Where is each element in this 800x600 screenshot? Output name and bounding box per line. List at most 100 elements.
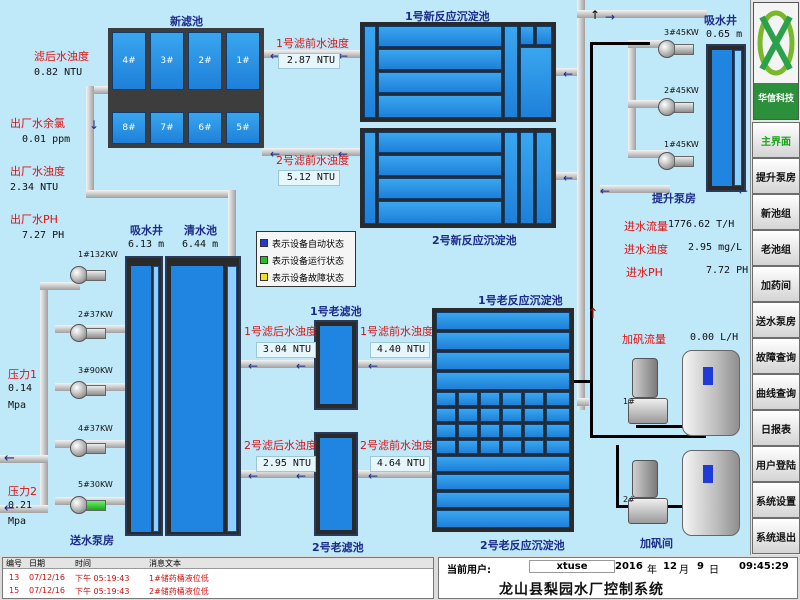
old-reactor-1-title: 1号老反应沉淀池 <box>478 294 563 307</box>
inlet-ph-label: 进水PH <box>626 266 663 279</box>
nav-daily-report[interactable]: 日报表 <box>752 410 800 446</box>
nav-new-pool[interactable]: 新池组 <box>752 194 800 230</box>
lift-pump-house-title: 提升泵房 <box>652 192 696 205</box>
old-filter-1[interactable] <box>314 320 358 410</box>
flow-arrow-left-icon: ← <box>270 147 281 161</box>
supply-pump-2[interactable] <box>70 320 106 346</box>
dosing-line <box>616 445 619 508</box>
date-day: 9 <box>697 561 704 572</box>
pipe <box>86 86 94 198</box>
clear-water-tank[interactable] <box>165 256 241 536</box>
clock: 09:45:29 <box>739 561 789 572</box>
filter-cell[interactable]: 6# <box>188 112 222 144</box>
nav-trend-query[interactable]: 曲线查询 <box>752 374 800 410</box>
supply-pump-4[interactable] <box>70 435 106 461</box>
flow-arrow-right-icon: → <box>605 10 616 24</box>
flow-arrow-left-icon: ← <box>563 171 574 185</box>
flow-arrow-left-icon: ← <box>4 501 15 516</box>
alarm-row-date: 07/12/16 <box>29 586 65 595</box>
top-suction-well-tank[interactable] <box>706 44 746 192</box>
suction-well-level: 6.13 m <box>128 239 165 250</box>
supply-pump-4-label: 4#37KW <box>78 424 113 433</box>
filter-cell[interactable]: 2# <box>188 32 222 90</box>
company-logo: 华信科技 <box>753 2 799 120</box>
auto-state-swatch <box>260 239 268 247</box>
alum-doser-2[interactable] <box>632 460 658 498</box>
flow-arrow-down-icon: ↓ <box>89 118 100 132</box>
alum-storage-tank-2[interactable] <box>682 450 740 536</box>
suction-well-tank[interactable] <box>125 256 163 536</box>
new-reactor-1[interactable] <box>360 22 556 122</box>
dosing-line <box>590 435 706 438</box>
filter-cell[interactable]: 1# <box>226 32 260 90</box>
alum-storage-tank-1[interactable] <box>682 350 740 436</box>
legend-running-label: 表示设备运行状态 <box>272 256 345 267</box>
pre-filter-turbidity-1-value: 2.87 NTU <box>278 53 340 69</box>
pipe <box>600 185 670 193</box>
old-reactor-block[interactable] <box>432 308 574 532</box>
alum-room-title: 加矾间 <box>640 537 673 550</box>
alarm-table[interactable]: 编号 日期 时间 消息文本 13 07/12/16 下午 05:19:43 1#… <box>2 557 434 599</box>
post-filter-2-turbidity-value: 2.95 NTU <box>256 456 316 472</box>
running-state-swatch <box>260 256 268 264</box>
pipe <box>240 360 316 368</box>
post-filter-turbidity-label: 滤后水浊度 <box>34 50 89 63</box>
old-filter-2[interactable] <box>314 432 358 536</box>
pipe <box>86 190 234 198</box>
alarm-row-date: 07/12/16 <box>29 573 65 582</box>
pipe <box>577 0 585 410</box>
nav-lift-pump[interactable]: 提升泵房 <box>752 158 800 194</box>
supply-pump-5[interactable] <box>70 492 106 518</box>
lift-pump-2-label: 2#45KW <box>664 86 699 95</box>
date-day-unit: 日 <box>709 565 719 576</box>
pressure-2-label: 压力2 <box>8 485 37 498</box>
pipe <box>0 455 48 463</box>
supply-pump-1[interactable] <box>70 262 106 288</box>
system-title: 龙山县梨园水厂控制系统 <box>499 582 664 598</box>
navigation-sidebar: 华信科技 主界面 提升泵房 新池组 老池组 加药间 送水泵房 故障查询 曲线查询… <box>750 0 800 555</box>
nav-user-login[interactable]: 用户登陆 <box>752 446 800 482</box>
supply-pump-2-label: 2#37KW <box>78 310 113 319</box>
alarm-row-time: 下午 05:19:43 <box>75 587 130 596</box>
lift-pump-1-label: 1#45KW <box>664 140 699 149</box>
legend-auto-label: 表示设备自动状态 <box>272 239 345 250</box>
supply-pump-3[interactable] <box>70 377 106 403</box>
new-reactor-2[interactable] <box>360 128 556 228</box>
date-month-unit: 月 <box>679 565 689 576</box>
pipe <box>355 360 433 368</box>
nav-fault-query[interactable]: 故障查询 <box>752 338 800 374</box>
lift-pump-2[interactable] <box>658 94 694 120</box>
pipe <box>262 148 362 156</box>
outlet-chlorine-value: 0.01 ppm <box>22 134 71 145</box>
alarm-header-time: 时间 <box>75 559 91 568</box>
nav-old-pool[interactable]: 老池组 <box>752 230 800 266</box>
pre-filter-turbidity-2-label: 2号滤前水浊度 <box>276 154 349 167</box>
lift-pump-1[interactable] <box>658 148 694 174</box>
filter-cell[interactable]: 4# <box>112 32 146 90</box>
logo-text: 华信科技 <box>757 94 794 104</box>
old-filter-1-title: 1号老滤池 <box>310 305 362 318</box>
alarm-table-header <box>3 558 433 569</box>
nav-supply-pump[interactable]: 送水泵房 <box>752 302 800 338</box>
supply-pump-5-label: 5#30KW <box>78 480 113 489</box>
filter-cell[interactable]: 8# <box>112 112 146 144</box>
old-filter-2-title: 2号老滤池 <box>312 541 364 554</box>
nav-system-exit[interactable]: 系统退出 <box>752 518 800 554</box>
dosing-line <box>636 425 706 428</box>
legend-fault-label: 表示设备故障状态 <box>272 273 345 284</box>
nav-system-settings[interactable]: 系统设置 <box>752 482 800 518</box>
nav-dosing-room[interactable]: 加药间 <box>752 266 800 302</box>
flow-arrow-left-icon: ← <box>338 49 349 63</box>
filter-cell[interactable]: 3# <box>150 32 184 90</box>
logo-icon <box>754 3 798 119</box>
flow-arrow-left-icon: ← <box>338 147 349 161</box>
filter-cell[interactable]: 5# <box>226 112 260 144</box>
alarm-header-date: 日期 <box>29 559 45 568</box>
alum-doser-1[interactable] <box>632 358 658 398</box>
filter-cell[interactable]: 7# <box>150 112 184 144</box>
nav-main[interactable]: 主界面 <box>752 122 800 158</box>
lift-pump-3[interactable] <box>658 36 694 62</box>
alum-doser-2-label: 2# <box>623 495 635 504</box>
bottom-bar: 编号 日期 时间 消息文本 13 07/12/16 下午 05:19:43 1#… <box>0 555 800 600</box>
outlet-ph-label: 出厂水PH <box>10 213 58 226</box>
